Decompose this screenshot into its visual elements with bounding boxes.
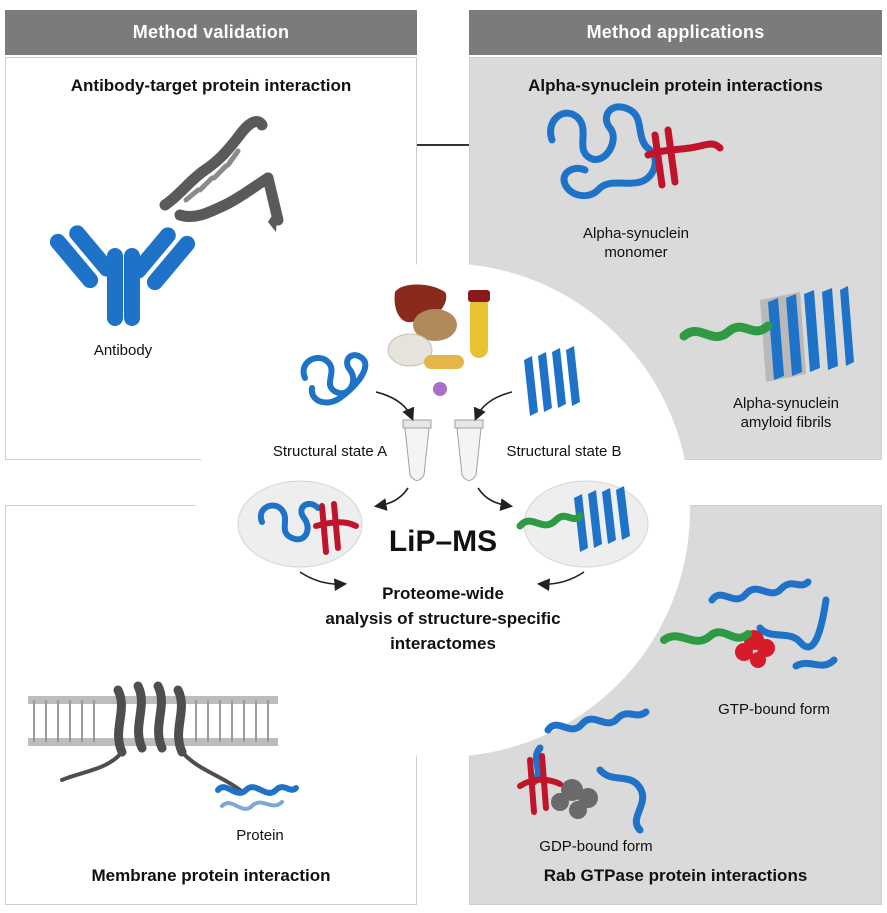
label-monomer-line1: Alpha-synuclein xyxy=(583,225,689,242)
complex-a-icon xyxy=(257,500,359,555)
panel-title-rab-gtpase: Rab GTPase protein interactions xyxy=(543,866,808,885)
membrane-icon xyxy=(28,696,278,746)
label-protein: Protein xyxy=(236,827,284,844)
summary-line2: analysis of structure-specific xyxy=(325,609,561,628)
panel-title-antibody: Antibody-target protein interaction xyxy=(70,76,352,95)
protein-icon xyxy=(215,784,299,811)
method-title: LiP–MS xyxy=(388,525,498,558)
alpha-synuclein-monomer-icon xyxy=(547,103,724,200)
antibody-icon xyxy=(49,225,196,326)
label-fibrils-line2: amyloid fibrils xyxy=(740,414,832,431)
center-arrows xyxy=(299,391,585,592)
label-antibody: Antibody xyxy=(93,342,153,359)
label-structural-state-b: Structural state B xyxy=(506,443,622,460)
structural-state-a-protein-icon xyxy=(300,352,369,406)
tube-b-icon xyxy=(454,419,484,481)
panel-title-membrane: Membrane protein interaction xyxy=(91,866,331,885)
summary-line3: interactomes xyxy=(390,634,496,653)
complex-b-icon xyxy=(516,486,630,552)
samples-icon xyxy=(387,284,490,396)
panel-title-alpha-synuclein: Alpha-synuclein protein interactions xyxy=(528,76,823,95)
label-gtp-bound-form: GTP-bound form xyxy=(718,701,830,718)
membrane-protein-icon xyxy=(60,681,242,792)
tube-a-icon xyxy=(402,419,432,481)
header-method-validation: Method validation xyxy=(5,10,417,55)
header-method-applications: Method applications xyxy=(469,10,882,55)
alpha-synuclein-fibrils-icon xyxy=(679,286,854,382)
complex-a-bubble xyxy=(237,480,363,568)
summary-line1: Proteome-wide xyxy=(382,584,504,603)
connector-line xyxy=(417,144,469,146)
gtp-bound-form-icon xyxy=(660,578,838,670)
label-gdp-bound-form: GDP-bound form xyxy=(539,838,653,855)
label-structural-state-a: Structural state A xyxy=(272,443,388,460)
center-circle xyxy=(196,263,690,757)
label-monomer-line2: monomer xyxy=(604,244,668,261)
target-protein-icon xyxy=(159,116,284,226)
structural-state-b-protein-icon xyxy=(524,346,580,416)
label-fibrils-line1: Alpha-synuclein xyxy=(733,395,839,412)
gdp-bound-form-icon xyxy=(517,708,650,834)
target-arrow-icon xyxy=(268,206,278,232)
